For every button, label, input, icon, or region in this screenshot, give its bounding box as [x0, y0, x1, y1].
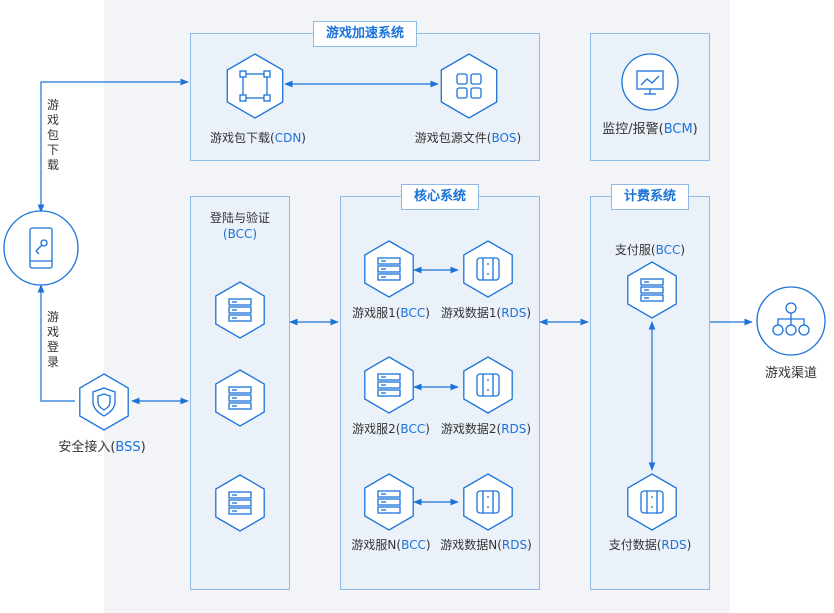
download-vertical-label: 游戏包下载 [46, 98, 59, 172]
pay-server-icon [627, 261, 677, 319]
mobile-phone-icon [3, 210, 79, 286]
grid-apps-icon [440, 53, 498, 119]
pay-data-label: 支付数据(RDS) [608, 538, 692, 552]
monitor-label: 监控/报警(BCM) [602, 122, 698, 138]
bos-tag: BOS [491, 131, 517, 145]
game-data-label-3: 游戏数据N(RDS) [440, 538, 532, 552]
login-label: 登陆与验证 (BCC) [210, 210, 270, 242]
monitor-tag: BCM [663, 122, 693, 137]
cdn-label: 游戏包下载(CDN) [210, 130, 306, 146]
monitor-chart-icon [621, 53, 679, 111]
game-server-icon-2 [364, 356, 414, 414]
bos-label: 游戏包源文件(BOS) [415, 130, 521, 146]
bos-name: 游戏包源文件( [414, 131, 492, 145]
game-data-label-2: 游戏数据2(RDS) [440, 422, 532, 436]
cdn-close: ) [301, 131, 306, 145]
pay-database-icon [627, 473, 677, 531]
database-icon-1 [463, 240, 513, 298]
download-connector [37, 78, 189, 213]
game-data-label-1: 游戏数据1(RDS) [440, 306, 532, 320]
shield-icon [79, 373, 129, 431]
game-server-icon-3 [364, 473, 414, 531]
login-vertical-label: 游戏登录 [46, 310, 59, 369]
channel-label: 游戏渠道 [764, 366, 818, 381]
game-server-label-2: 游戏服2(BCC) [352, 422, 430, 436]
billing-system-title: 计费系统 [610, 184, 690, 210]
bos-close: ) [516, 131, 522, 145]
core-system-title: 核心系统 [400, 184, 480, 210]
login-server-icon-1 [215, 281, 265, 339]
login-label-line1: 登陆与验证 [209, 211, 271, 225]
cdn-name: 游戏包下载( [210, 131, 275, 145]
network-tree-icon [756, 286, 826, 356]
login-server-icon-2 [215, 369, 265, 427]
game-server-label-3: 游戏服N(BCC) [351, 538, 431, 552]
connectors [37, 78, 753, 506]
pay-server-label: 支付服(BCC) [614, 243, 686, 257]
cdn-tag: CDN [274, 131, 302, 145]
acceleration-system-title: 游戏加速系统 [312, 21, 418, 47]
database-icon-2 [463, 356, 513, 414]
monitor-close: ) [692, 122, 698, 137]
login-label-line2: (BCC) [222, 227, 258, 241]
game-server-icon-1 [364, 240, 414, 298]
game-server-label-1: 游戏服1(BCC) [352, 306, 430, 320]
database-icon-3 [463, 473, 513, 531]
monitor-name: 监控/报警( [602, 122, 664, 137]
login-server-icon-3 [215, 474, 265, 532]
login-connector [37, 284, 75, 402]
cdn-icon [226, 53, 284, 119]
bss-label: 安全接入(BSS) [58, 440, 146, 455]
